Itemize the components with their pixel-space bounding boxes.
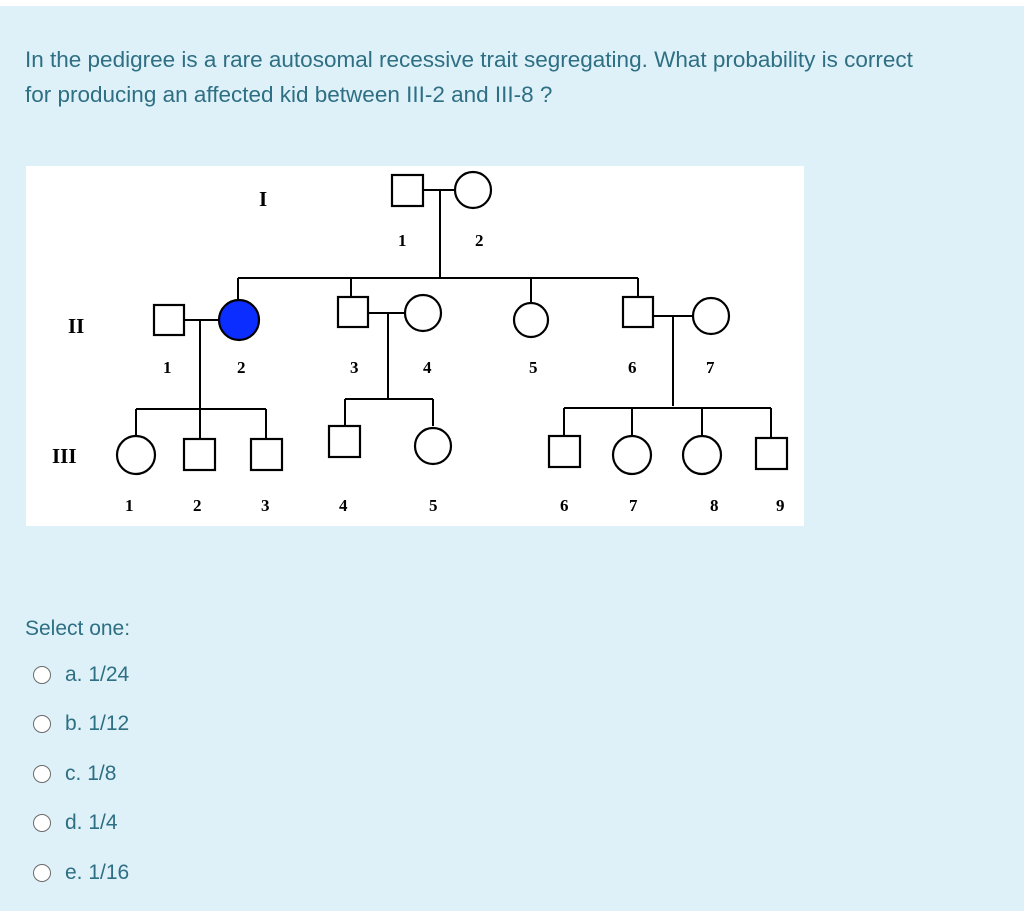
II-2-label: 2	[237, 358, 246, 377]
II-4-female	[403, 293, 443, 333]
radio-button-b[interactable]	[33, 715, 51, 734]
III-6-label: 6	[560, 496, 569, 515]
gen-label-I: I	[259, 187, 267, 211]
pedigree-figure: I 1 2 II 1 2 3 4 5 6 7	[26, 166, 804, 526]
option-e-label: e. 1/16	[65, 860, 130, 884]
question-text: In the pedigree is a rare autosomal rece…	[25, 42, 1015, 112]
radio-button-a[interactable]	[33, 665, 51, 684]
gen-label-III: III	[52, 444, 77, 468]
III-1-label: 1	[125, 496, 134, 515]
option-a[interactable]: a. 1/24	[33, 650, 129, 700]
III-7-label: 7	[629, 496, 638, 515]
option-a-label: a. 1/24	[65, 662, 130, 686]
III-7-female	[611, 434, 653, 476]
option-c-label: c. 1/8	[65, 761, 117, 785]
II-7-label: 7	[706, 358, 715, 377]
III-5-label: 5	[429, 496, 438, 515]
III-2-label: 2	[193, 496, 202, 515]
III-3-label: 3	[261, 496, 270, 515]
III-5-female	[413, 426, 453, 466]
I-2-female	[453, 170, 493, 210]
I-1-label: 1	[398, 231, 407, 250]
III-4-label: 4	[339, 496, 348, 515]
II-6-male	[621, 295, 655, 329]
II-6-label: 6	[628, 358, 637, 377]
select-one-prompt: Select one:	[25, 617, 131, 640]
radio-button-e[interactable]	[33, 863, 51, 882]
III-2-male	[182, 437, 217, 472]
option-c[interactable]: c. 1/8	[33, 749, 129, 799]
II-1-label: 1	[163, 358, 172, 377]
option-b-label: b. 1/12	[65, 712, 130, 736]
III-9-label: 9	[776, 496, 785, 515]
III-3-male	[249, 437, 284, 472]
III-4-male	[327, 424, 362, 459]
II-3-label: 3	[350, 358, 359, 377]
option-e[interactable]: e. 1/16	[33, 848, 129, 898]
II-3-male	[336, 295, 370, 329]
pedigree-diagram: I 1 2 II 1 2 3 4 5 6 7	[52, 170, 789, 515]
III-8-female	[681, 434, 723, 476]
option-b[interactable]: b. 1/12	[33, 700, 129, 750]
II-1-male	[152, 303, 186, 337]
II-5-label: 5	[529, 358, 538, 377]
III-6-male	[547, 434, 582, 469]
III-8-label: 8	[710, 496, 719, 515]
II-2-female-affected	[217, 298, 261, 342]
III-1-female	[115, 434, 157, 476]
I-2-label: 2	[475, 231, 484, 250]
I-1-male	[390, 173, 425, 208]
question-line-2: for producing an affected kid between II…	[25, 82, 553, 107]
II-7-female	[691, 296, 731, 336]
II-4-label: 4	[423, 358, 432, 377]
answer-options: a. 1/24 b. 1/12 c. 1/8 d. 1/4 e. 1/16	[33, 650, 129, 898]
question-line-1: In the pedigree is a rare autosomal rece…	[25, 47, 913, 72]
option-d[interactable]: d. 1/4	[33, 799, 129, 849]
gen-label-II: II	[68, 314, 84, 338]
option-d-label: d. 1/4	[65, 811, 118, 835]
II-5-female	[512, 301, 550, 339]
radio-button-d[interactable]	[33, 814, 51, 833]
III-9-male	[754, 436, 789, 471]
radio-button-c[interactable]	[33, 764, 51, 783]
